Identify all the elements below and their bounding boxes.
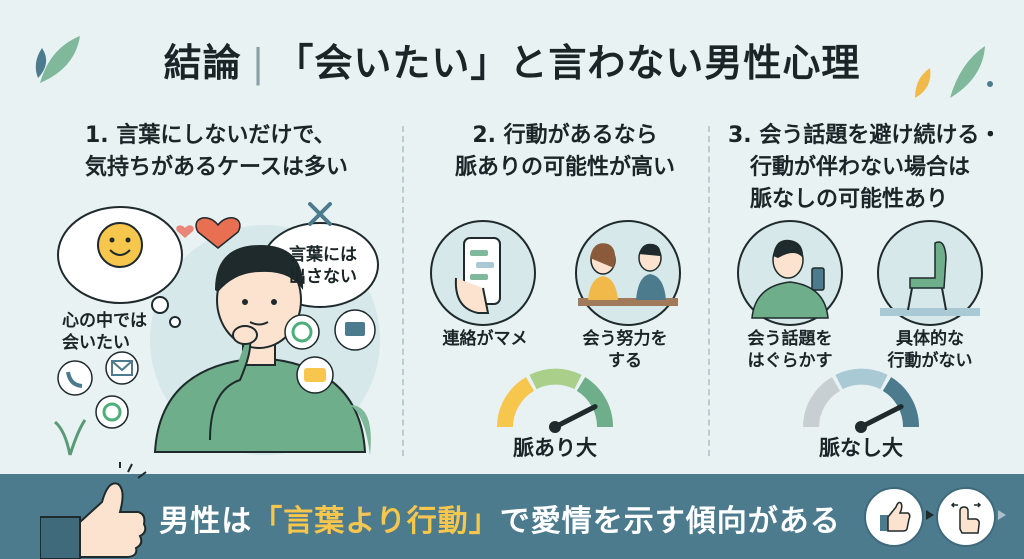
column-2-label-2-line-2: する: [608, 351, 642, 371]
positive-gauge-needle: [552, 404, 598, 430]
speech-bubble-line-2: 出さない: [289, 267, 357, 287]
title-left: 結論: [163, 41, 242, 85]
bottom-banner: [0, 474, 1024, 559]
thumbs-up-icon: [880, 501, 911, 532]
heart-icon: [195, 217, 241, 249]
column-3-heading: 3. 会う話題を避け続ける・ 行動が伴わない場合は 脈なしの可能性あり: [728, 120, 1008, 216]
plant-left-icon: [53, 419, 87, 456]
thought-bubble-line-2: 会いたい: [62, 333, 130, 353]
leaf-decoration-right-icon: [915, 46, 993, 98]
column-3-heading-line-1: 3. 会う話題を避け続ける・: [728, 123, 1002, 148]
column-2-label-2: 会う努力を する: [570, 328, 680, 372]
negative-gauge: [803, 368, 920, 433]
column-2-heading-line-1: 2. 行動があるなら: [472, 123, 658, 148]
man-with-phone-illustration: [737, 220, 843, 326]
tap-hand-icon: [950, 502, 982, 534]
column-2-illustrations: [430, 220, 681, 326]
column-2-heading-line-2: 脈ありの可能性が高い: [454, 155, 675, 180]
column-divider-2: [708, 126, 710, 456]
smartphone-messages-illustration: [430, 220, 536, 326]
smiley-face-icon: [97, 222, 143, 268]
speech-bubble-text: 言葉には 出さない: [283, 244, 363, 288]
column-3-label-2: 具体的な 行動がない: [875, 328, 985, 372]
chat-icon: [334, 309, 376, 351]
page-title: 結論|「会いたい」と言わない男性心理: [0, 32, 1024, 87]
arrow-right-faded-icon: [998, 510, 1006, 520]
column-2-heading: 2. 行動があるなら 脈ありの可能性が高い: [430, 120, 700, 184]
banner-message: 男性は「言葉より行動」で愛情を示す傾向がある: [150, 496, 850, 540]
banner-text-highlight: 「言葉より行動」: [252, 504, 500, 539]
title-right: 「会いたい」と言わない男性心理: [275, 41, 861, 85]
couple-cafe-illustration: [575, 220, 681, 326]
column-3-label-1: 会う話題を はぐらかす: [735, 328, 845, 372]
banner-text-pre: 男性は: [159, 504, 253, 539]
whatsapp-small-icon: [95, 395, 129, 429]
column-1-illustration: [53, 202, 380, 456]
column-3-label-1-line-1: 会う話題を: [747, 329, 833, 349]
column-2-label-2-line-1: 会う努力を: [582, 329, 668, 349]
arrow-right-icon: [926, 510, 934, 520]
mail-icon: [105, 351, 139, 385]
empty-chair-illustration: [877, 220, 983, 326]
column-1-heading-line-2: 気持ちがあるケースは多い: [85, 155, 348, 180]
phone-icon: [57, 360, 93, 396]
column-1-heading-line-1: 1. 言葉にしないだけで、: [85, 123, 336, 148]
whatsapp-icon: [284, 314, 320, 350]
tap-gesture-button[interactable]: [936, 487, 996, 547]
leaf-decoration-left-icon: [35, 36, 80, 83]
thought-bubble-text: 心の中では 会いたい: [62, 310, 172, 354]
column-2-label-1-line-1: 連絡がマメ: [442, 329, 528, 349]
column-3-label-1-line-2: はぐらかす: [747, 351, 833, 371]
small-heart-icon: [176, 225, 194, 238]
thumbs-up-hand-icon: [40, 462, 147, 559]
column-2-label-1: 連絡がマメ: [430, 328, 540, 350]
column-3-heading-line-2: 行動が伴わない場合は: [750, 155, 971, 180]
like-button[interactable]: [864, 487, 924, 547]
positive-gauge: [497, 368, 614, 433]
positive-gauge-label: 脈あり大: [513, 436, 597, 460]
x-mark-icon: [308, 202, 332, 226]
thought-bubble-line-1: 心の中では: [62, 311, 147, 331]
banner-text-post: で愛情を示す傾向がある: [499, 504, 841, 539]
negative-gauge-label: 脈なし大: [819, 436, 903, 460]
message-dots-icon: [296, 356, 334, 394]
plant-right-icon: [350, 405, 371, 455]
column-3-illustrations: [737, 220, 983, 326]
column-3-heading-line-3: 脈なしの可能性あり: [750, 187, 949, 212]
column-divider-1: [402, 126, 404, 456]
speech-bubble-line-1: 言葉には: [289, 245, 357, 265]
column-3-label-2-line-1: 具体的な: [896, 329, 964, 349]
title-separator: |: [251, 41, 266, 85]
negative-gauge-needle: [858, 404, 904, 430]
column-3-label-2-line-2: 行動がない: [887, 351, 973, 371]
column-1-heading: 1. 言葉にしないだけで、 気持ちがあるケースは多い: [85, 120, 395, 184]
